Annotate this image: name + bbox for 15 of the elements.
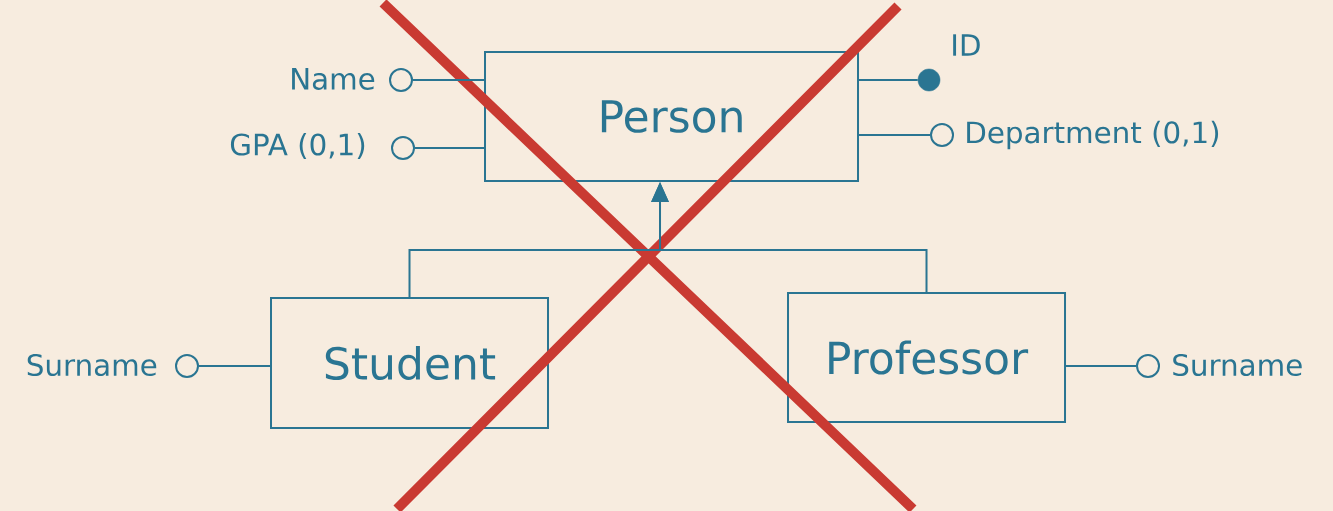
attribute-line xyxy=(1065,365,1137,367)
attribute-label: Surname xyxy=(1173,353,1302,377)
attribute-label: GPA (0,1) xyxy=(230,132,365,160)
attribute-line xyxy=(858,134,931,136)
attribute-line xyxy=(414,147,485,149)
attribute-line xyxy=(858,79,919,81)
attribute-line xyxy=(412,79,485,81)
entity-box: Professor xyxy=(787,292,1066,423)
entity-box: Person xyxy=(484,51,859,182)
attribute-label: ID xyxy=(953,34,980,56)
attribute-label: Surname xyxy=(27,353,157,377)
entity-box: Student xyxy=(270,297,549,429)
attribute-label: Name xyxy=(292,68,375,90)
attribute-label: Department (0,1) xyxy=(967,120,1219,150)
attribute-line xyxy=(198,365,271,367)
